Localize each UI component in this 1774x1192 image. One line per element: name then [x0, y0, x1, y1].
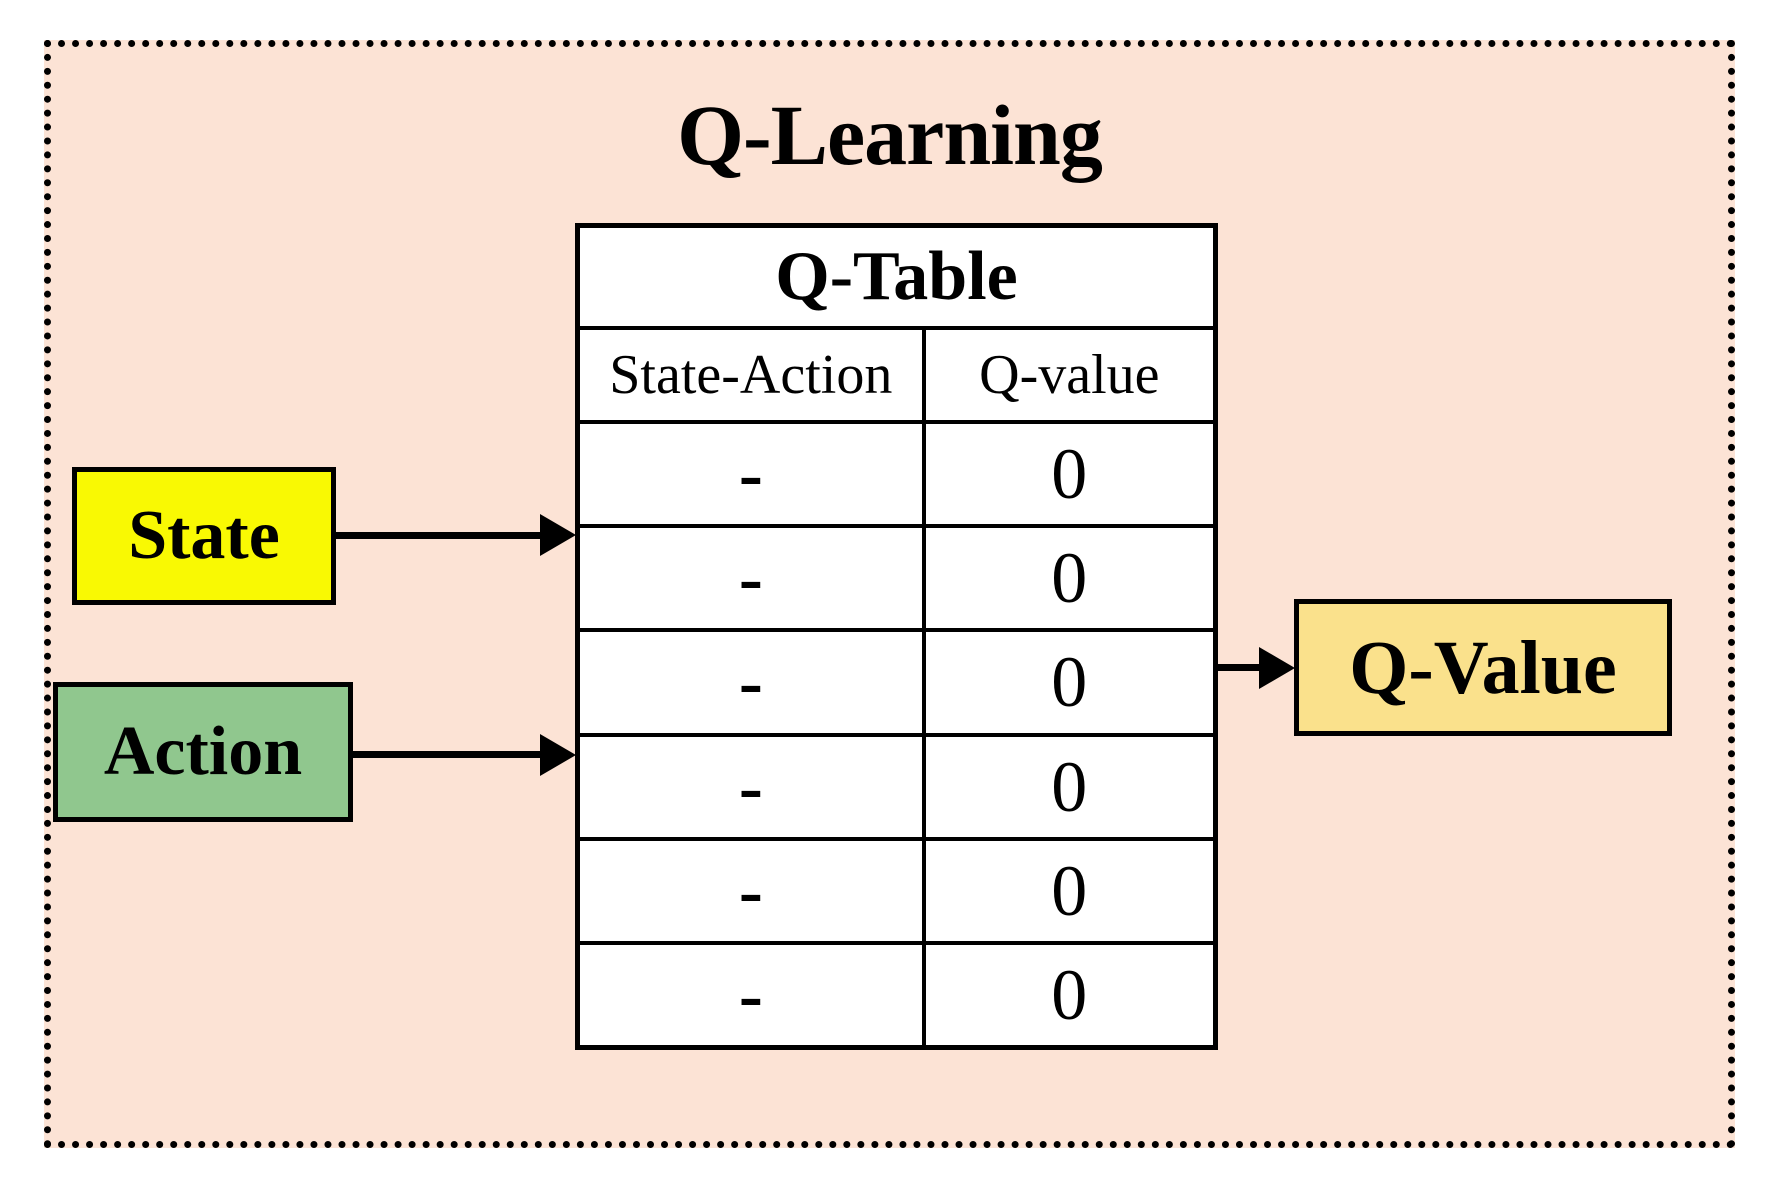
q-value-value: 0 — [1051, 954, 1088, 1035]
column-header-state-action: State-Action — [580, 330, 926, 420]
q-value-arrow-head — [1259, 647, 1295, 689]
q-value-cell: 0 — [926, 424, 1213, 524]
state-arrow-head — [540, 514, 576, 556]
state-action-cell: - — [580, 424, 926, 525]
q-table-title: Q-Table — [580, 228, 1213, 330]
table-row: - 0 — [580, 736, 1213, 841]
state-arrow-line — [334, 532, 541, 539]
q-value-value: 0 — [1051, 434, 1088, 515]
state-action-value: - — [738, 642, 763, 723]
q-value-cell: 0 — [926, 632, 1213, 732]
q-value-cell: 0 — [926, 945, 1213, 1045]
state-action-value: - — [738, 954, 763, 1035]
q-value-box: Q-Value — [1294, 599, 1672, 736]
q-value-label: Q-Value — [1349, 625, 1617, 710]
diagram-title: Q-Learning — [677, 87, 1103, 183]
table-row: - 0 — [580, 528, 1213, 633]
state-action-value: - — [738, 538, 763, 619]
state-box: State — [72, 467, 336, 605]
state-action-cell: - — [580, 632, 926, 733]
action-arrow-head — [540, 734, 576, 776]
q-table-column-headers: State-Action Q-value — [580, 330, 1213, 424]
q-value-cell: 0 — [926, 528, 1213, 628]
q-value-value: 0 — [1051, 746, 1088, 827]
state-action-value: - — [738, 746, 763, 827]
table-row: - 0 — [580, 632, 1213, 737]
state-action-cell: - — [580, 736, 926, 837]
q-value-arrow-line — [1218, 664, 1264, 671]
q-value-value: 0 — [1051, 538, 1088, 619]
action-arrow-line — [351, 751, 541, 758]
column-header-q-value: Q-value — [926, 330, 1213, 420]
q-table: Q-Table State-Action Q-value - 0 - 0 - 0… — [575, 223, 1218, 1050]
table-row: - 0 — [580, 424, 1213, 529]
state-action-cell: - — [580, 944, 926, 1046]
table-row: - 0 — [580, 840, 1213, 945]
state-action-value: - — [738, 434, 763, 515]
column-header-label: State-Action — [609, 344, 893, 406]
state-action-cell: - — [580, 528, 926, 629]
q-value-cell: 0 — [926, 841, 1213, 941]
state-action-cell: - — [580, 840, 926, 941]
column-header-label: Q-value — [979, 344, 1160, 406]
table-row: - 0 — [580, 944, 1213, 1046]
action-label: Action — [103, 713, 303, 790]
q-value-value: 0 — [1051, 642, 1088, 723]
action-box: Action — [53, 682, 353, 822]
q-value-cell: 0 — [926, 737, 1213, 837]
state-action-value: - — [738, 850, 763, 931]
state-label: State — [128, 497, 280, 574]
q-value-value: 0 — [1051, 850, 1088, 931]
